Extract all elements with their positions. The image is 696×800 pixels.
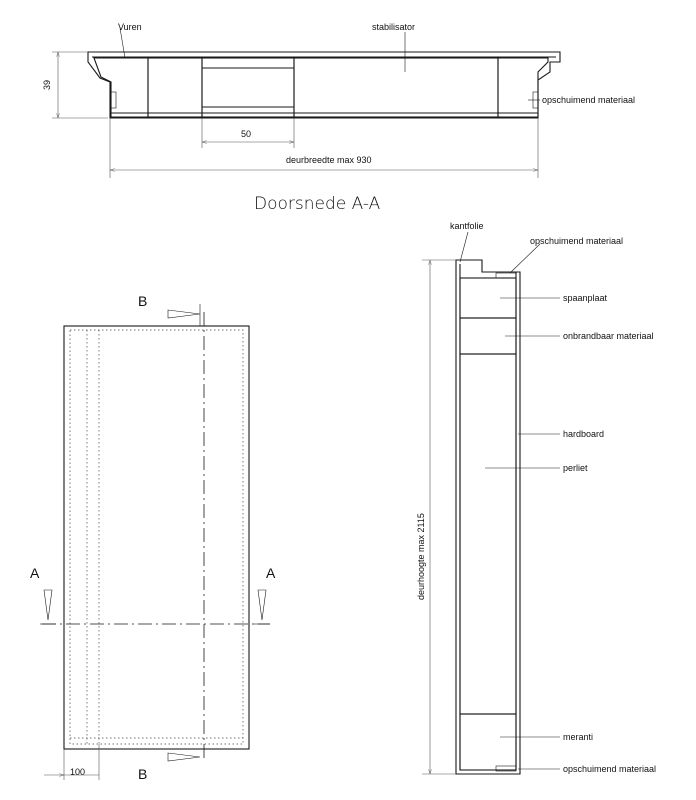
label-onbrandbaar: onbrandbaar materiaal xyxy=(563,331,654,341)
vertical-section: kantfolie opschuimend materiaal spaanpla… xyxy=(416,221,656,775)
section-title: Doorsnede A-A xyxy=(254,194,381,214)
section-marker-a-left: A xyxy=(30,565,40,581)
horizontal-section: Vuren stabilisator opschuimend materiaal… xyxy=(42,22,635,214)
label-meranti: meranti xyxy=(563,732,593,742)
label-hardboard: hardboard xyxy=(563,429,604,439)
dim-width: deurbreedte max 930 xyxy=(286,155,372,165)
section-marker-a-right: A xyxy=(266,565,276,581)
label-perliet: perliet xyxy=(563,463,588,473)
dim-span: 50 xyxy=(241,129,251,139)
label-stabilisator: stabilisator xyxy=(372,22,415,32)
label-opschuimend-top-section: opschuimend materiaal xyxy=(542,95,635,105)
label-spaanplaat: spaanplaat xyxy=(563,293,608,303)
dim-thickness: 39 xyxy=(42,80,52,90)
section-marker-b-top: B xyxy=(138,293,147,309)
label-vuren: Vuren xyxy=(118,22,142,32)
dim-height: deurhoogte max 2115 xyxy=(416,513,426,600)
section-marker-b-bottom: B xyxy=(138,766,147,782)
door-elevation: B B A A 100 xyxy=(30,293,276,782)
label-opschuimend-top: opschuimend materiaal xyxy=(530,236,623,246)
label-opschuimend-bottom: opschuimend materiaal xyxy=(563,764,656,774)
label-kantfolie: kantfolie xyxy=(450,221,484,231)
dim-edge: 100 xyxy=(70,767,85,777)
